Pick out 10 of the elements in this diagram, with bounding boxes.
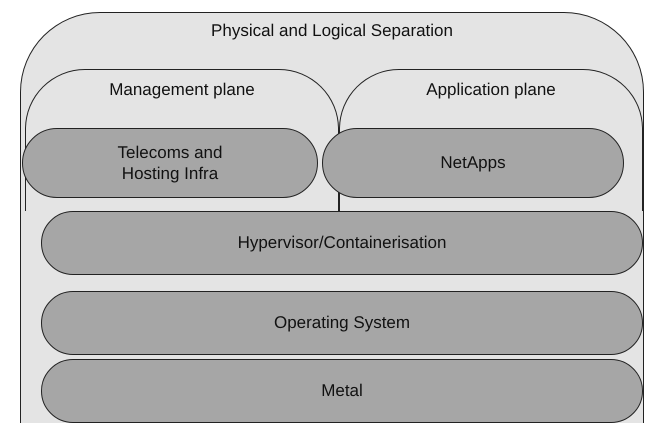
layer-pill: Operating System: [41, 291, 643, 355]
layer-pill: Telecoms and Hosting Infra: [22, 128, 318, 198]
layer-pill: Hypervisor/Containerisation: [41, 211, 643, 275]
layer-frame: [20, 12, 644, 423]
layer-frame: [25, 69, 339, 211]
layer-pill: Metal: [41, 359, 643, 423]
layer-title: Application plane: [425, 80, 557, 100]
layer-pill: NetApps: [322, 128, 624, 198]
layer-title: Management plane: [108, 80, 256, 100]
layer-title: Physical and Logical Separation: [210, 21, 454, 41]
